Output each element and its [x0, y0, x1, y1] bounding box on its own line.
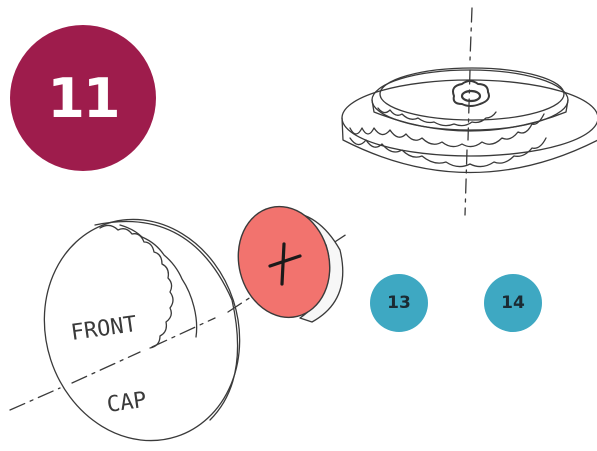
front-cap-label: FRONT CAP — [69, 312, 148, 418]
front-cap-label-line2: CAP — [105, 388, 148, 418]
callout-13-label: 13 — [387, 293, 411, 313]
callout-14-label: 14 — [501, 293, 525, 313]
step-number: 11 — [47, 67, 118, 130]
callout-14: 14 — [484, 274, 542, 332]
button-disc-part — [227, 197, 343, 327]
step-number-badge: 11 — [10, 25, 156, 171]
vertical-axis-line — [465, 8, 472, 215]
callout-13: 13 — [370, 274, 428, 332]
front-cap-label-line1: FRONT — [69, 312, 138, 346]
